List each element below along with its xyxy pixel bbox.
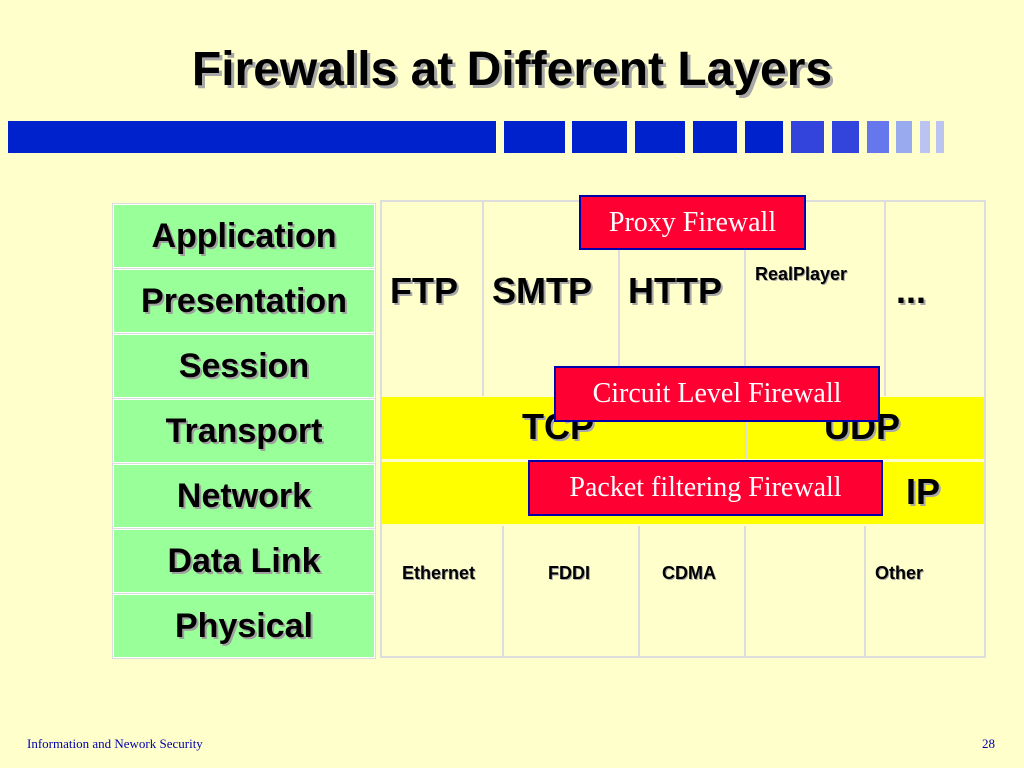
- grid-border: [984, 200, 986, 658]
- layer-physical: Physical: [113, 594, 375, 658]
- circuit-level-firewall-label: Circuit Level Firewall: [554, 366, 880, 422]
- protocol-more: ...: [896, 270, 927, 311]
- title-bar-segment: [920, 121, 930, 153]
- protocol-http: HTTP: [628, 270, 722, 311]
- layer-data-link: Data Link: [113, 529, 375, 593]
- protocol-ftp: FTP: [390, 270, 458, 311]
- slide-title: Firewalls at Different Layers: [191, 43, 833, 96]
- title-bar-segment: [572, 121, 627, 153]
- grid-border: [380, 200, 382, 658]
- proxy-firewall-label: Proxy Firewall: [579, 195, 806, 250]
- layer-transport: Transport: [113, 399, 375, 463]
- title-bar-segment: [745, 121, 783, 153]
- protocol-fddi: FDDI: [548, 563, 590, 583]
- title-bar-segment: [832, 121, 859, 153]
- layer-network: Network: [113, 464, 375, 528]
- protocol-realplayer: RealPlayer: [755, 264, 848, 284]
- grid-divider: [745, 397, 747, 459]
- title-bar-segment: [504, 121, 565, 153]
- grid-divider: [482, 200, 484, 396]
- protocol-ip: IP: [906, 471, 941, 512]
- title-bar-segment: [8, 121, 496, 153]
- title-bar-segment: [936, 121, 944, 153]
- title-bar-segment: [896, 121, 912, 153]
- grid-divider: [502, 526, 504, 656]
- title-bar-segment: [693, 121, 737, 153]
- layer-session: Session: [113, 334, 375, 398]
- grid-divider: [618, 200, 620, 396]
- title-bar-segment: [635, 121, 685, 153]
- layer-application: Application: [113, 204, 375, 268]
- footer-text: Information and Nework Security: [27, 736, 203, 751]
- packet-filtering-firewall-label: Packet filtering Firewall: [528, 460, 883, 516]
- protocol-ethernet: Ethernet: [402, 563, 476, 583]
- grid-divider: [744, 526, 746, 656]
- grid-divider: [744, 200, 746, 396]
- protocol-smtp: SMTP: [492, 270, 593, 311]
- protocol-cdma: CDMA: [662, 563, 716, 583]
- title-bar-segment: [791, 121, 824, 153]
- page-number: 28: [982, 736, 995, 751]
- grid-divider: [638, 526, 640, 656]
- layer-presentation: Presentation: [113, 269, 375, 333]
- protocol-other: Other: [875, 563, 924, 583]
- grid-border: [380, 656, 986, 658]
- grid-divider: [884, 200, 886, 396]
- title-bar-segment: [867, 121, 889, 153]
- grid-divider: [864, 526, 866, 656]
